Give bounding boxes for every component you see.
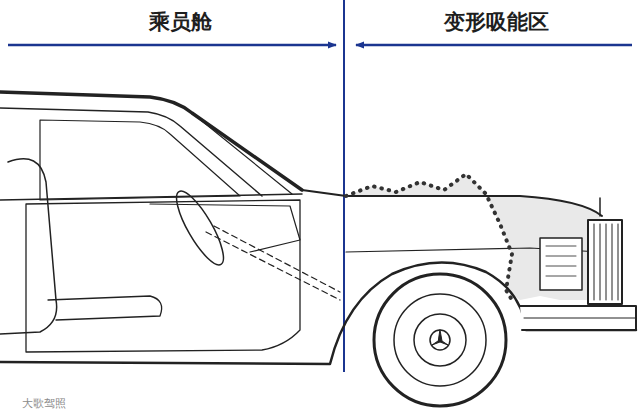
seat-cushion — [48, 296, 162, 320]
zone-arrow — [8, 44, 336, 47]
steering-column — [206, 232, 340, 300]
watermark: 大歌驾照 — [22, 396, 66, 411]
roof-line — [0, 92, 302, 190]
windshield — [192, 113, 292, 194]
belt-line — [0, 194, 302, 200]
deformation-shading — [346, 174, 600, 300]
side-window — [40, 120, 240, 200]
steering-wheel — [169, 186, 232, 271]
zone-title: 变形吸能区 — [444, 8, 549, 36]
bumper-strip — [524, 318, 636, 319]
bumper — [520, 306, 636, 330]
star-ring — [430, 330, 450, 350]
hood-ornament — [599, 198, 601, 216]
grille-bars — [594, 224, 618, 300]
zone-arrow — [356, 44, 632, 47]
deformation-boundary — [346, 174, 512, 300]
headlight-lines — [546, 246, 576, 276]
zone-divider — [343, 0, 345, 372]
dashboard — [150, 204, 300, 252]
rim — [394, 294, 486, 386]
zone-title: 乘员舱 — [149, 8, 212, 36]
seat — [0, 159, 57, 334]
hubcap — [414, 314, 466, 366]
door — [26, 200, 300, 352]
grille — [588, 220, 622, 304]
star-emblem — [432, 330, 448, 345]
steering-column — [214, 226, 340, 292]
headlight — [540, 238, 582, 290]
window-frame — [0, 108, 262, 196]
tyre — [374, 274, 506, 406]
